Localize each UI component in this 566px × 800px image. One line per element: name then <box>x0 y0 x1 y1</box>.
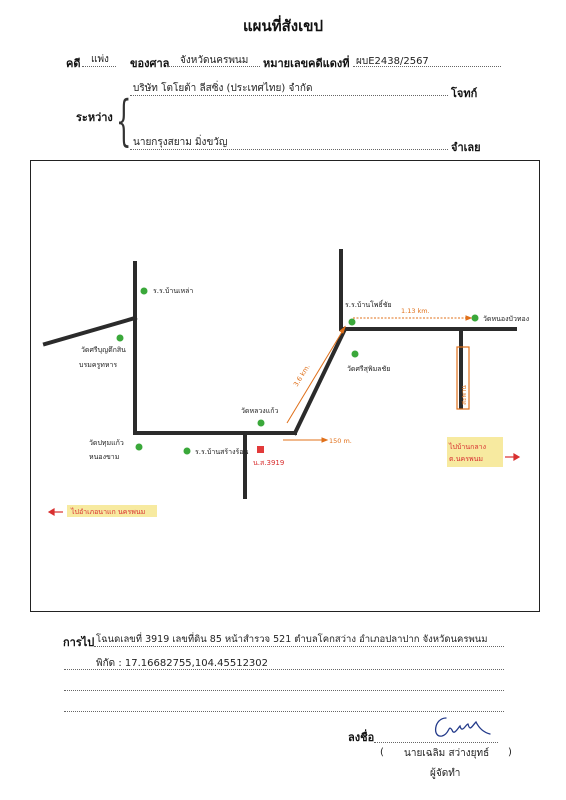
road-diagonal-center <box>292 326 348 436</box>
between-label: ระหว่าง <box>76 111 113 124</box>
to-right-line1: ไปบ้านกลาง <box>448 442 486 451</box>
distance-top: 1.13 km. <box>401 307 430 315</box>
dot-wat-right-mid <box>351 350 359 358</box>
to-left-label: ไปอำเภอนาแก นครพนม <box>70 507 145 516</box>
red-case-label: หมายเลขคดีแดงที่ <box>263 57 350 70</box>
signature-role: ผู้จัดทำ <box>430 768 461 779</box>
court-label: ของศาล <box>130 57 170 70</box>
dot-school-bottom <box>183 447 191 455</box>
signature-mark <box>435 717 491 737</box>
dot-ban-lao-school <box>140 287 148 295</box>
signature-stroke <box>435 717 491 737</box>
case-type: แพ่ง <box>91 54 109 65</box>
distance-diagonal: 3.6 km. <box>292 363 312 388</box>
distance-markers <box>283 315 473 443</box>
arrowhead-low <box>321 437 329 443</box>
dot-wat-center <box>257 419 265 427</box>
arrow-to-left <box>47 507 63 517</box>
plaintiff-role: โจทก์ <box>451 87 478 100</box>
parcel-marker <box>257 446 264 453</box>
bridge-label: สะพาน <box>460 385 468 405</box>
label-wat-bottom-2: หนองขาม <box>89 453 119 461</box>
label-wat-far-right: วัดหนองบัวทอง <box>483 315 529 323</box>
label-school-right: ร.ร.บ้านโพธิ์ชัย <box>345 299 392 309</box>
arrowhead-top <box>465 315 473 321</box>
plaintiff-name: บริษัท โตโยต้า ลีสซิ่ง (ประเทศไทย) จำกัด <box>133 83 313 94</box>
dot-wat-left <box>116 334 124 342</box>
arrow-diagonal <box>286 326 346 424</box>
brace-symbol: { <box>116 89 132 152</box>
signature-open-paren: ( <box>380 747 384 758</box>
defendant-role: จำเลย <box>451 141 481 154</box>
signature-close-paren: ) <box>508 747 512 758</box>
directions-line2: พิกัด : 17.16682755,104.45512302 <box>96 658 269 669</box>
label-wat-left-2: บรมครูทหาร <box>79 361 117 369</box>
parcel-label: น.ส.3919 <box>253 459 284 467</box>
bridge-marker <box>456 346 470 410</box>
sketch-map: สะพาน ร.ร.บ้านเหล่า วัดศรีบุญตึกสิน บรมค… <box>30 160 540 612</box>
directions-line1: โฉนดเลขที่ 3919 เลขที่ดิน 85 หน้าสำรวจ 5… <box>96 634 488 645</box>
label-ban-lao-school: ร.ร.บ้านเหล่า <box>153 287 193 295</box>
directions-label: การไป <box>63 636 95 649</box>
roads <box>42 249 517 499</box>
dot-wat-far-right <box>471 314 479 322</box>
signature-label: ลงชื่อ <box>348 731 375 744</box>
arrow-to-right <box>505 452 521 462</box>
arrowhead-diagonal <box>339 325 347 334</box>
court-name: จังหวัดนครพนม <box>180 55 249 66</box>
sketch-map-svg: สะพาน ร.ร.บ้านเหล่า วัดศรีบุญตึกสิน บรมค… <box>42 249 529 517</box>
case-label: คดี <box>66 57 81 70</box>
red-case-number: ผบE2438/2567 <box>356 56 429 67</box>
highlight-to-right <box>447 437 503 467</box>
label-wat-right-mid: วัดศรีสุพิมลชัย <box>347 365 390 373</box>
dot-school-right <box>348 318 356 326</box>
highlight-to-left <box>67 505 157 517</box>
distance-low: 150 m. <box>329 437 352 445</box>
defendant-name: นายกรุงสยาม มิ่งขวัญ <box>133 137 228 148</box>
landmark-dots <box>116 287 479 455</box>
label-wat-left: วัดศรีบุญตึกสิน <box>81 345 126 354</box>
page-title: แผนที่สังเขป <box>243 17 323 35</box>
to-right-line2: ต.นครพนม <box>449 455 483 463</box>
dot-wat-bottom <box>135 443 143 451</box>
label-wat-bottom: วัดปทุมแก้ว <box>89 439 124 447</box>
label-wat-center: วัดหลวงแก้ว <box>241 407 278 415</box>
signature-name: นายเฉลิม สว่างยุทธ์ <box>404 748 490 759</box>
label-school-bottom: ร.ร.บ้านสร้างร้อน <box>195 448 248 456</box>
road-diagonal-left <box>42 315 138 347</box>
